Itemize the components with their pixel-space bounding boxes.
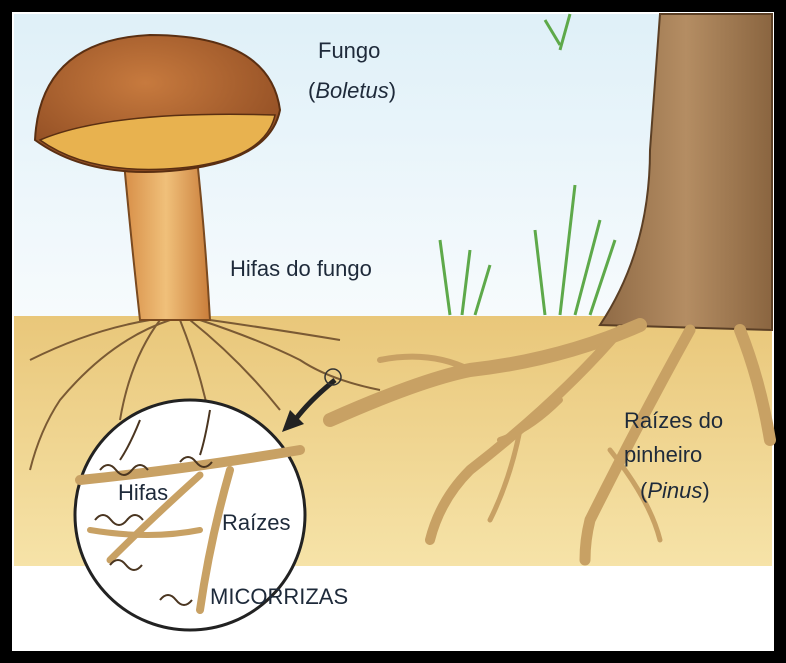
label-fungus: Fungo [318, 38, 380, 63]
label-pine-roots-1: Raízes do [624, 408, 723, 433]
label-pine-roots-2: pinheiro [624, 442, 702, 467]
pine-roots [323, 318, 776, 566]
pointer-arrow [293, 378, 337, 422]
label-fungus-genus: (Boletus) [308, 78, 396, 103]
tree-trunk [598, 13, 773, 332]
grass [438, 13, 617, 316]
mushroom [33, 33, 282, 321]
label-pine-genus: (Pinus) [640, 478, 710, 503]
fungal-hyphae [29, 319, 381, 471]
label-roots: Raízes [222, 510, 290, 535]
label-mycorrhizae: MICORRIZAS [210, 584, 348, 609]
label-hyphae-of-fungus: Hifas do fungo [230, 256, 372, 281]
magnified-mycorrhizae [73, 398, 307, 632]
mushroom-stem [120, 139, 212, 321]
label-hyphae: Hifas [118, 480, 168, 505]
